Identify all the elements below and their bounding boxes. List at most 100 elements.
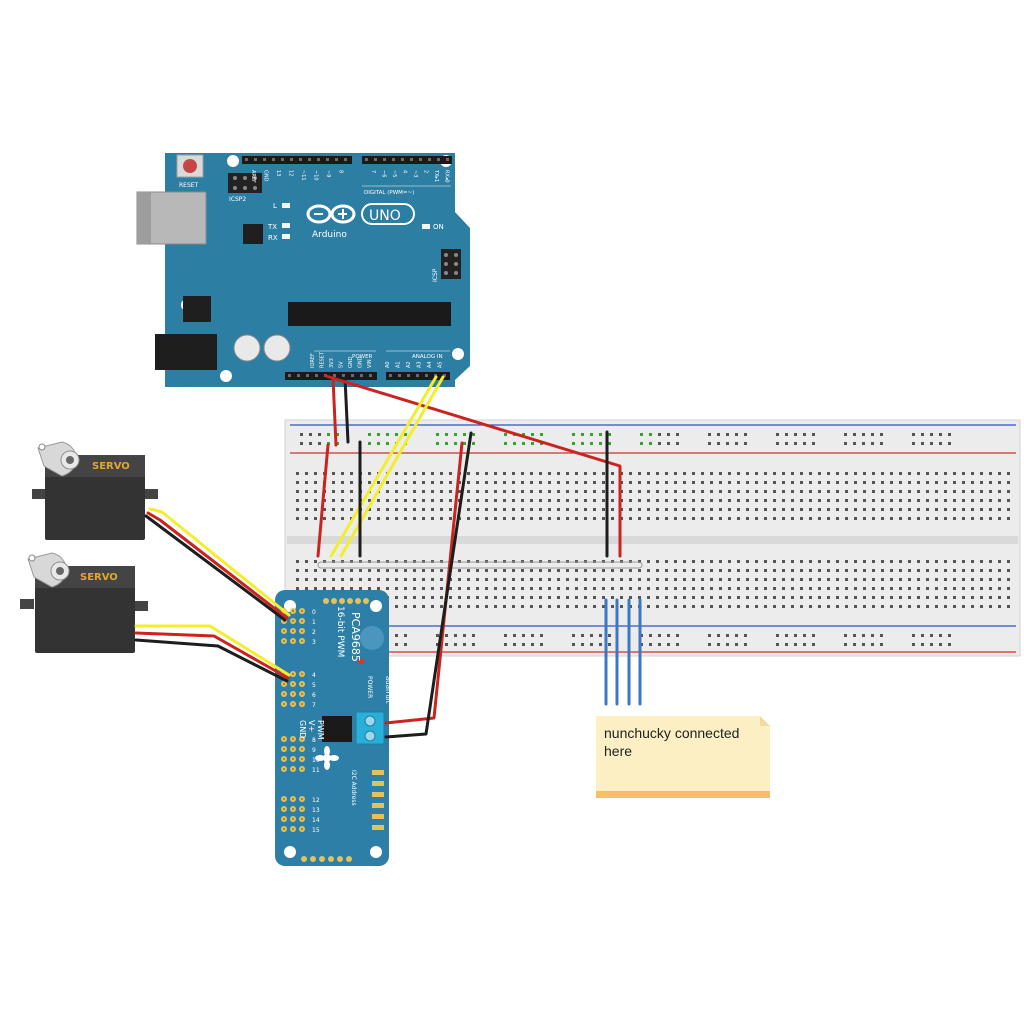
vplus-label: V+	[307, 720, 316, 732]
power-pin-label: A0	[385, 361, 391, 368]
pwm-pin-number: 7	[312, 702, 316, 709]
pwm-pin-number: 11	[312, 767, 320, 774]
note-text: nunchucky connected here	[604, 725, 740, 759]
power-label: POWER	[352, 354, 373, 360]
adafruit-brand: adafruit	[384, 676, 392, 704]
digital-pin-label: 2	[423, 170, 429, 173]
digital-header-left	[242, 156, 352, 164]
pwm-pin-number: 1	[312, 619, 316, 626]
wires	[134, 374, 642, 739]
pwm-label: PWM	[316, 720, 325, 740]
pwm-pin-number: 14	[312, 817, 320, 824]
icsp2-label: ICSP2	[229, 196, 246, 203]
arduino-brand-text: Arduino	[312, 230, 347, 240]
wire-gnd-to-breadboard	[343, 376, 350, 444]
breadboard-terminal-holes	[296, 472, 1010, 608]
digital-pin-label: GND	[263, 170, 269, 182]
digital-pin-label: TX▸1	[433, 169, 439, 182]
pwm-pin-number: 5	[312, 682, 316, 689]
digital-pin-label: AREF	[250, 170, 256, 183]
pca9685-chip	[322, 716, 352, 742]
led-rx-label: RX	[268, 234, 278, 242]
power-pin-label: GND	[348, 356, 354, 368]
pwm-pin-number: 0	[312, 609, 316, 616]
icsp-label: ICSP	[432, 268, 439, 282]
pwm-power-label: POWER	[366, 676, 373, 698]
wire-sda	[329, 375, 438, 558]
uno-logo-text: UNO	[369, 208, 401, 224]
breadboard	[284, 419, 1021, 657]
pca9685-title: PCA9685	[349, 612, 362, 662]
reset-button[interactable]	[183, 159, 197, 173]
power-pin-label: A3	[417, 361, 423, 368]
reset-label: RESET	[179, 182, 199, 189]
pwm-pin-number: 10	[312, 757, 320, 764]
pwm-pin-number: 3	[312, 639, 316, 646]
wire-scl	[339, 375, 445, 558]
address-jumpers	[372, 770, 384, 830]
wire-5v-to-breadboard	[331, 376, 338, 447]
atmega-chip	[288, 302, 451, 326]
annotation-note: nunchucky connected here	[596, 716, 770, 798]
power-pin-label: 5V	[339, 361, 345, 368]
servo-motor-1: SERVO	[32, 441, 158, 540]
digital-pin-label: ~11	[300, 170, 306, 181]
digital-pin-label: 7	[370, 170, 376, 173]
pwm-pin-number: 4	[312, 672, 316, 679]
servo-1-cable	[144, 507, 291, 622]
digital-pin-label: ~10	[313, 170, 319, 181]
pwm-pin-number: 13	[312, 807, 320, 814]
power-pin-label: A2	[406, 361, 412, 368]
pwm-output-pins	[281, 598, 369, 862]
wire-vplus-terminal	[384, 441, 464, 725]
servo-2-label: SERVO	[80, 572, 118, 583]
note-fold-corner	[760, 716, 770, 726]
pwm-pin-number: 15	[312, 827, 320, 834]
power-jack	[155, 334, 217, 370]
wire-5v-to-right-rail	[324, 374, 622, 558]
servo-2-cable	[134, 624, 291, 683]
nunchuck-wires	[604, 598, 642, 706]
gnd-label: GND	[298, 720, 307, 738]
power-pin-label: 3V3	[329, 358, 335, 368]
power-pin-label: GND	[358, 356, 364, 368]
digital-label: DIGITAL (PWM=~)	[364, 190, 414, 196]
digital-header-right	[362, 156, 452, 164]
analog-label: ANALOG IN	[412, 354, 443, 360]
digital-pin-label: 8	[338, 170, 344, 173]
servo-1-label: SERVO	[92, 461, 130, 472]
led-tx-label: TX	[267, 223, 277, 231]
power-led	[358, 659, 364, 664]
pwm-pin-number: 2	[312, 629, 316, 636]
digital-pin-label: 13	[275, 170, 281, 176]
power-pin-label: IOREF	[310, 353, 316, 368]
arduino-logo-icon	[306, 203, 415, 225]
led-l-label: L	[273, 202, 277, 210]
digital-pin-label: 4	[402, 170, 408, 173]
digital-pin-label: ~9	[325, 170, 331, 177]
power-pin-label: A4	[427, 361, 433, 368]
digital-pin-label: RX◂0	[444, 170, 450, 183]
arduino-uno-board: RESET ICSP2 L TX RX ON	[136, 153, 470, 387]
i2c-address-label: I2C Address	[350, 770, 357, 806]
pca9685-subtitle: 16-bit PWM	[335, 606, 345, 657]
power-pin-label: VIN	[367, 359, 373, 368]
adafruit-flower-icon	[315, 746, 339, 770]
pwm-pin-number: 8	[312, 737, 316, 744]
pwm-pin-number: 12	[312, 797, 320, 804]
wire-gnd-terminal	[384, 431, 473, 739]
digital-pin-label: ~3	[412, 170, 418, 177]
pca9685-pwm-board: PCA9685 16-bit PWM POWER V+ GND PWM adaf…	[275, 590, 392, 866]
digital-pin-label: ~5	[391, 170, 397, 177]
breadboard-top-rail-holes	[300, 433, 951, 445]
servo-motor-2: SERVO	[20, 552, 148, 653]
power-pin-label: A1	[396, 361, 402, 368]
power-pin-label: RESET	[320, 351, 326, 368]
pwm-pin-number: 6	[312, 692, 316, 699]
digital-pin-label: 12	[288, 170, 294, 176]
power-pin-label: A5	[438, 361, 444, 368]
pwm-pin-number: 9	[312, 747, 316, 754]
